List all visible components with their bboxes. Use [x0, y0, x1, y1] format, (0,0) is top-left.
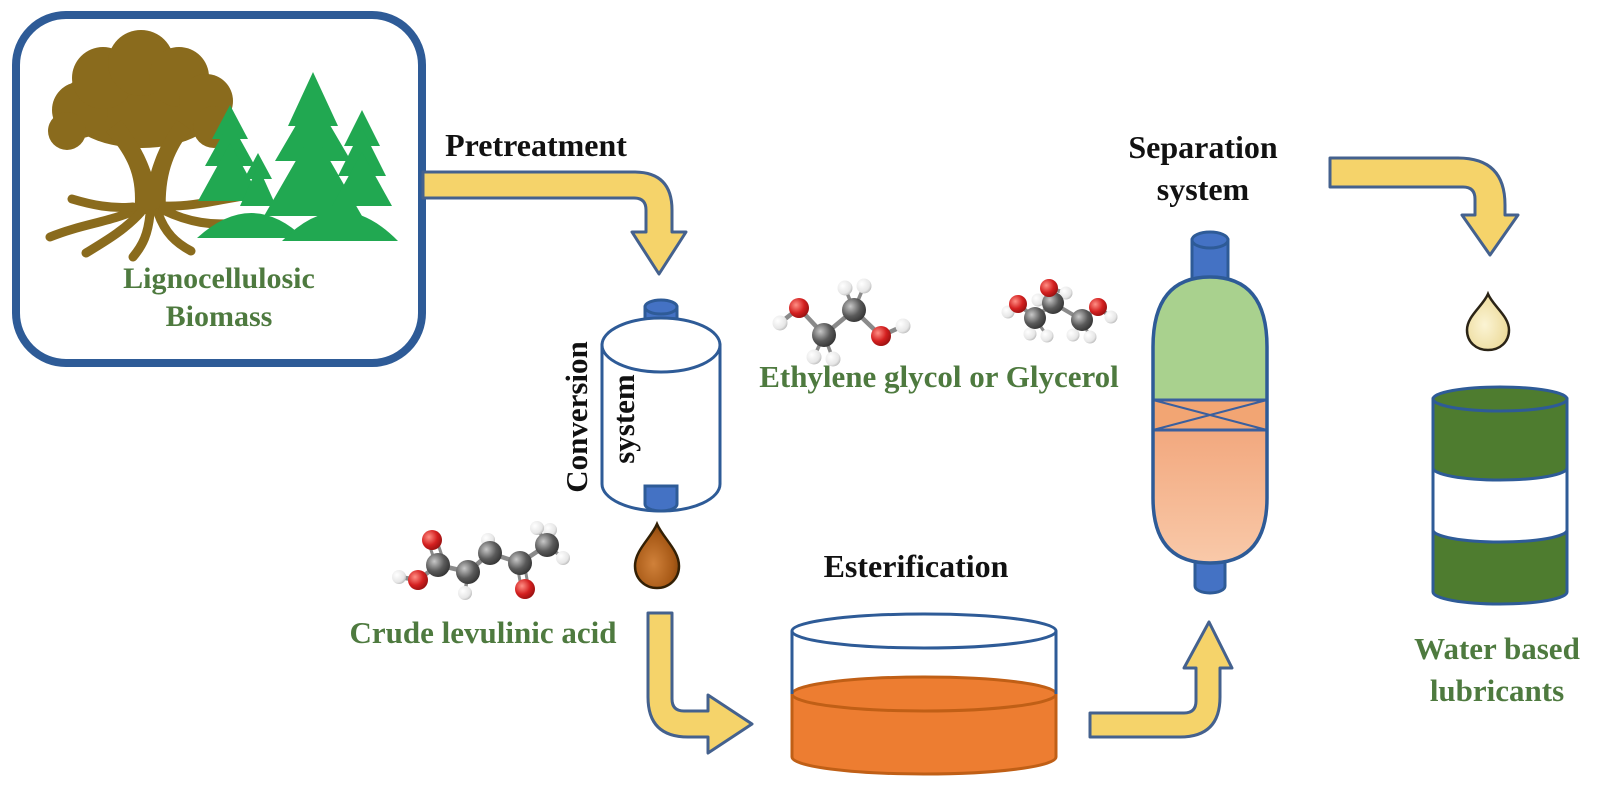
separation-column-icon — [1151, 230, 1269, 595]
green-barrel-icon — [1431, 385, 1569, 606]
ethylene-glycol-molecule-icon — [772, 278, 911, 367]
conversion-vessel-icon — [600, 298, 722, 513]
acid-to-esterification-arrow — [646, 611, 754, 755]
pretreatment-arrow — [421, 170, 688, 276]
esterification-dish-icon — [790, 612, 1058, 776]
pine-trees-icon — [197, 72, 398, 241]
levulinic-acid-molecule-icon — [392, 521, 570, 600]
brown-droplet-icon — [633, 520, 681, 590]
esterification-to-separation-arrow — [1088, 620, 1234, 739]
pale-oil-droplet-icon — [1465, 290, 1511, 352]
glycerol-molecule-icon — [1001, 279, 1118, 344]
biomass-box — [12, 11, 426, 367]
separation-to-product-arrow — [1328, 156, 1520, 257]
